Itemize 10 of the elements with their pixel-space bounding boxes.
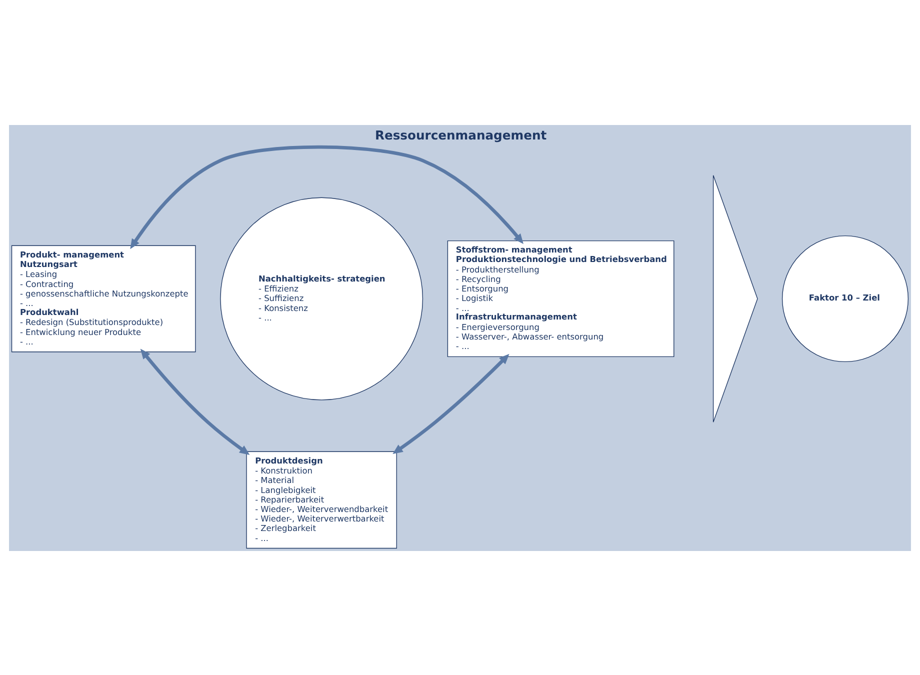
node-box: Produkt- management Nutzungsart - Leasing - Contracting - genossenschaftliche Nutzungskonzepte - ... Produktwahl - Redesign (Substitutionsprodukte) - Entwicklung neuer Produkte - ... <box>11 244 196 352</box>
arrow <box>140 348 250 454</box>
diagram-title: Ressourcenmanagement <box>375 128 547 142</box>
node-circle: Faktor 10 – Ziel <box>782 234 909 362</box>
node-circle: Nachhaltigkeits- strategien - Effizienz - Suffizienz - Konsistenz - ... <box>220 196 424 400</box>
arrow <box>130 144 524 249</box>
node-box: Produktdesign - Konstruktion - Material - Langlebigkeit - Reparierbarkeit - Wieder-, Weiterverwendbarkeit - Wieder-, Weiterverwertbarkeit - Zerlegbarkeit - ... <box>246 450 397 548</box>
node-box: Stoffstrom- management Produktionstechnologie und Betriebsverband - Produktherstellung - Recycling - Entsorgung - Logistik - ... Infrastrukturmanagement - Energieversorgung - Wasserver-, Abwasser- entsorgung - ... <box>447 240 674 357</box>
node-triangle <box>712 174 758 422</box>
arrow <box>392 353 510 454</box>
